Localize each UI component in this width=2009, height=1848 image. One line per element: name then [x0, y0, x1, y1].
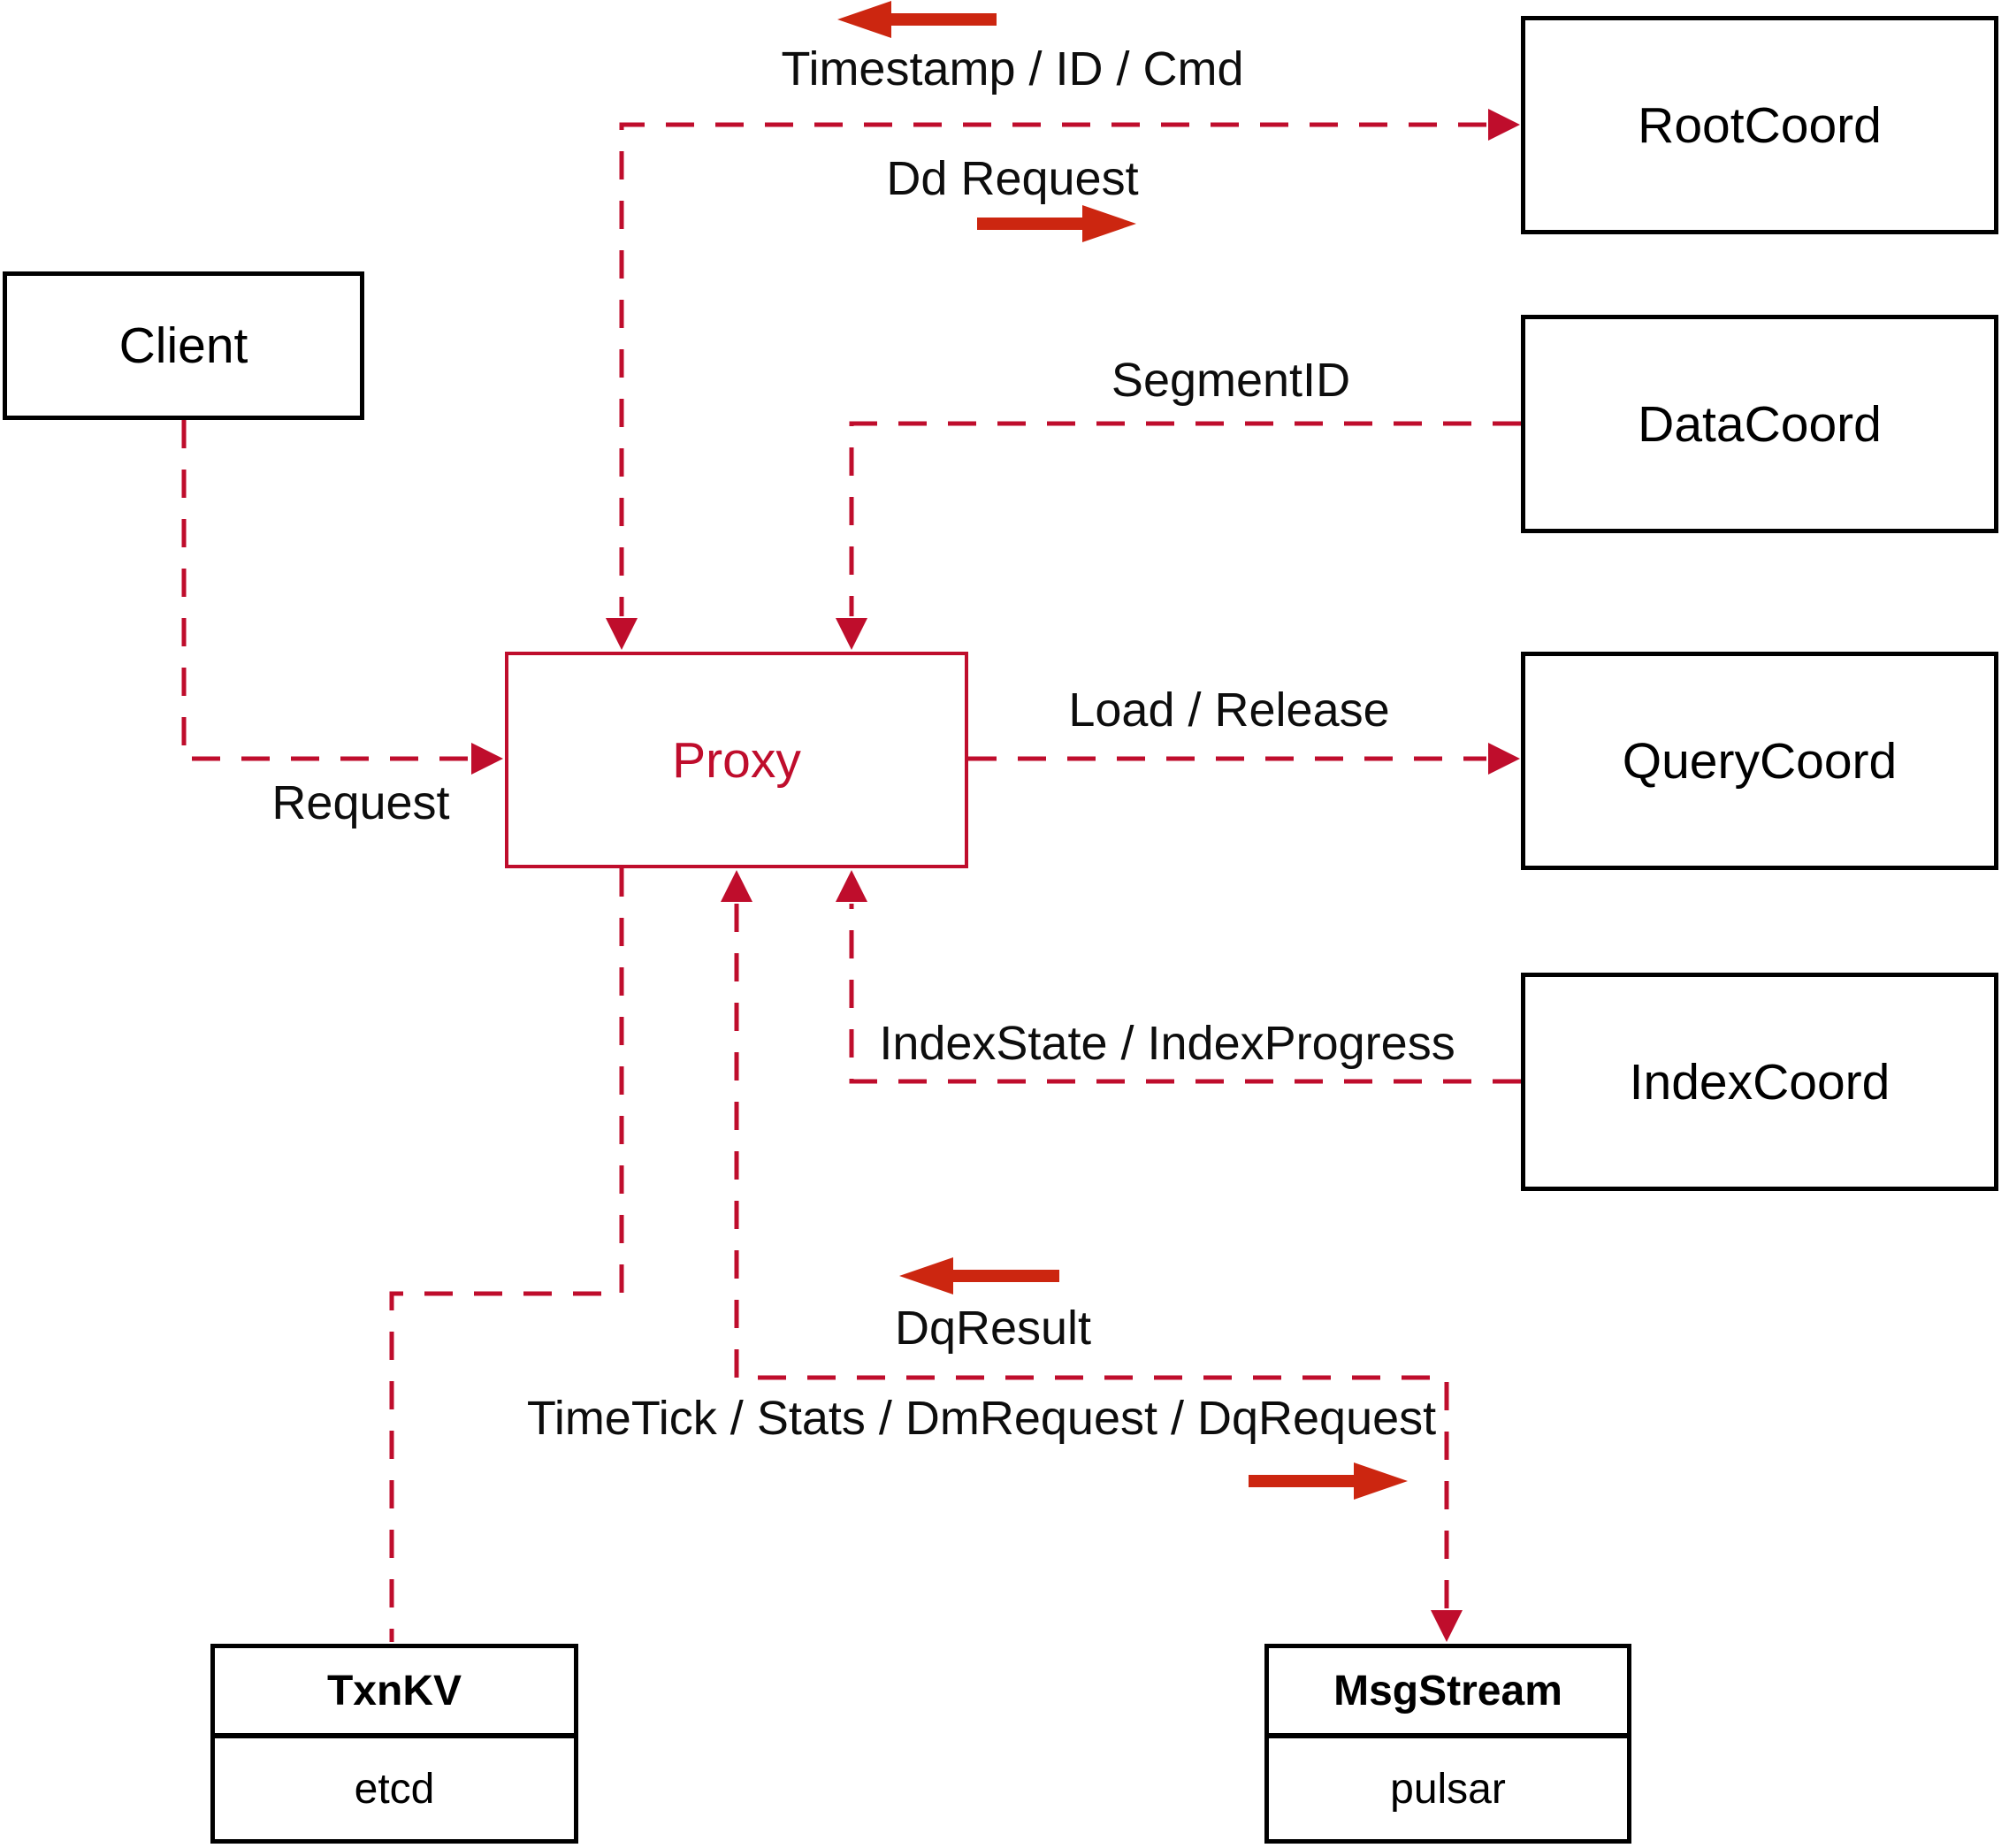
msgstream-title: MsgStream: [1333, 1667, 1562, 1714]
arrowhead-into-proxy-left: [471, 743, 503, 775]
txnkv-title: TxnKV: [326, 1667, 462, 1714]
proxy-label: Proxy: [672, 731, 801, 789]
edge-indexcoord-proxy: [849, 904, 1521, 1084]
edge-label-dq-result: DqResult: [894, 1302, 1092, 1355]
arrowhead-into-proxy-top-right: [836, 618, 867, 650]
edge-label-segment-id: SegmentID: [1111, 354, 1351, 407]
direction-arrows: [837, 1, 1408, 1500]
node-datacoord: DataCoord: [1521, 315, 1998, 533]
edge-label-load-release: Load / Release: [1068, 683, 1390, 737]
node-rootcoord: RootCoord: [1521, 16, 1998, 234]
node-proxy: Proxy: [505, 652, 968, 868]
left-arrow-timestamp: [837, 1, 997, 38]
wire-arrowheads: [471, 109, 1520, 1642]
msgstream-impl: pulsar: [1390, 1765, 1506, 1813]
indexcoord-label: IndexCoord: [1629, 1053, 1891, 1111]
arrowhead-into-proxy-bottom-right: [836, 870, 867, 902]
arrowhead-into-querycoord: [1488, 743, 1520, 775]
edge-datacoord-proxy: [849, 421, 1521, 616]
right-arrow-timetick: [1249, 1462, 1408, 1500]
right-arrow-dd-request: [977, 205, 1136, 242]
datacoord-label: DataCoord: [1638, 395, 1882, 453]
edge-label-timestamp-id-cmd: Timestamp / ID / Cmd: [781, 42, 1244, 95]
rootcoord-label: RootCoord: [1638, 96, 1882, 154]
arrowhead-into-proxy-bottom-left: [721, 870, 752, 902]
node-querycoord: QueryCoord: [1521, 652, 1998, 870]
edge-client-proxy: [181, 420, 470, 761]
edge-label-time-tick-stats: TimeTick / Stats / DmRequest / DqRequest: [526, 1392, 1437, 1445]
node-txnkv: TxnKV etcd: [210, 1644, 578, 1844]
txnkv-impl: etcd: [354, 1765, 435, 1813]
arrowhead-into-proxy-top-left: [606, 618, 638, 650]
client-label: Client: [118, 317, 248, 374]
node-client: Client: [3, 271, 364, 420]
edge-proxy-rootcoord: [619, 122, 1486, 616]
txnkv-body: etcd: [215, 1738, 574, 1839]
arrowhead-into-msgstream: [1431, 1610, 1463, 1642]
querycoord-label: QueryCoord: [1622, 732, 1898, 790]
edge-label-index-state-progress: IndexState / IndexProgress: [879, 1017, 1455, 1070]
msgstream-body: pulsar: [1269, 1738, 1627, 1839]
edge-label-request: Request: [271, 776, 450, 829]
edge-proxy-txnkv: [389, 868, 624, 1642]
edge-proxy-msgstream: [734, 904, 1449, 1608]
arrowhead-into-rootcoord: [1488, 109, 1520, 141]
edge-label-dd-request: Dd Request: [886, 152, 1139, 205]
node-msgstream: MsgStream pulsar: [1264, 1644, 1631, 1844]
left-arrow-dqresult: [899, 1257, 1059, 1294]
node-indexcoord: IndexCoord: [1521, 973, 1998, 1191]
msgstream-header: MsgStream: [1269, 1648, 1627, 1738]
txnkv-header: TxnKV: [215, 1648, 574, 1738]
